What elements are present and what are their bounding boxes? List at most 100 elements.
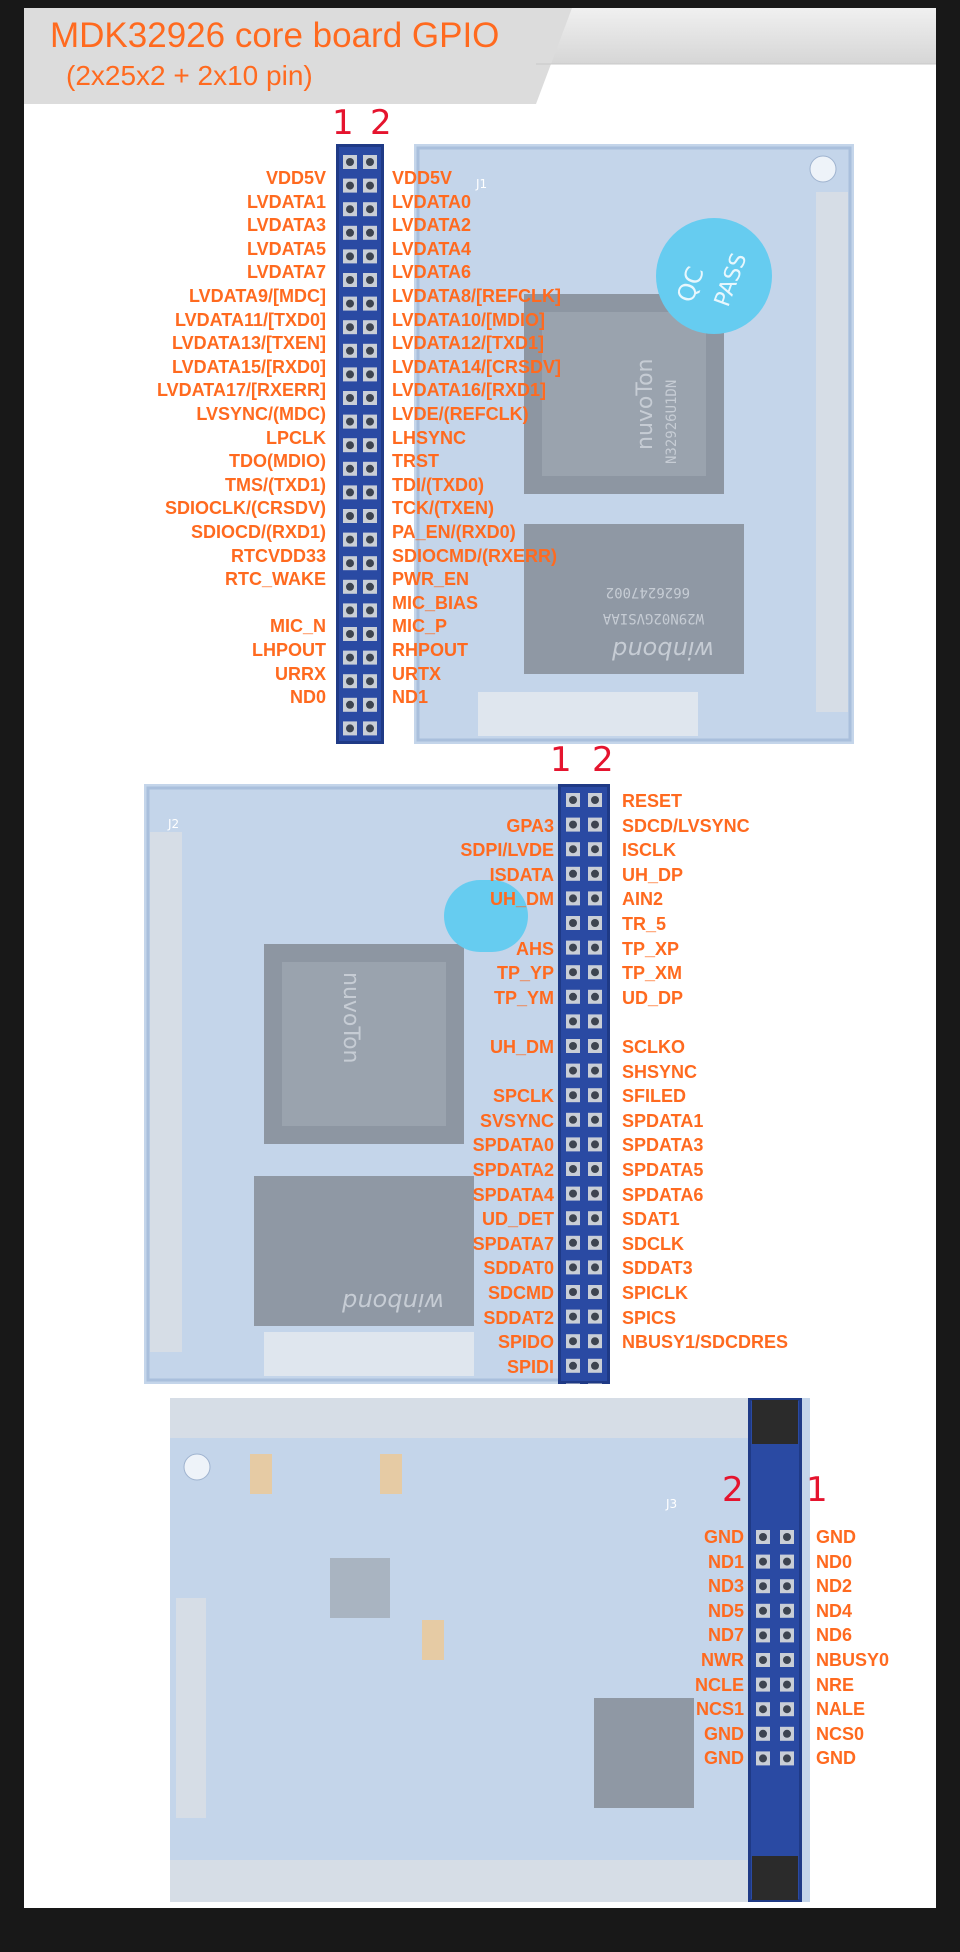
pin-hole [783,1582,791,1591]
pin-hole [591,1042,599,1050]
pin-label: SDIOCLK/(CRSDV) [165,498,326,519]
pin-hole [346,394,354,402]
pin-pad [566,1383,580,1384]
j3-pin-number-1: 1 [806,1470,828,1510]
pin-hole [569,919,577,927]
pin-hole [346,181,354,190]
j2-strip-inner [561,787,607,1381]
regulator-chip [330,1558,390,1618]
pin-hole [366,276,374,284]
pin-hole [569,869,577,878]
pin-hole [346,559,354,568]
pin-hole [591,1312,599,1321]
pin-hole [366,464,374,473]
pin-hole [783,1729,791,1738]
pin-label: LVDATA0 [392,191,471,212]
pin-label: SCLKO [622,1037,685,1057]
pin-label: UD_DP [622,987,684,1008]
silk-j2: J2 [167,817,179,831]
board-j3-photo: J3 [170,1398,810,1902]
pin-label: LVDATA4 [392,238,471,259]
pin-label: ND4 [816,1600,853,1621]
pin-hole [569,1017,577,1026]
pin-label: SHSYNC [622,1061,698,1082]
pin-label: SPDATA4 [472,1184,554,1205]
pin-label: SDDAT0 [483,1258,554,1279]
pin-label: SFILED [622,1086,687,1107]
pin-hole [591,1017,599,1026]
qc-sticker [444,880,528,952]
j1-pin-number-1: 1 [332,103,354,143]
pin-hole [591,919,599,927]
pin-hole [346,323,354,332]
pin-label: LVDATA12/[TXD1] [392,333,545,354]
pin-label: URTX [392,663,441,684]
pin-hole [783,1705,791,1714]
pin-label: ND1 [707,1551,744,1572]
chip-brand: nuvoTon [338,972,363,1063]
pin-label: SDCLK [622,1233,684,1254]
pin-label: GND [816,1748,856,1769]
pin-hole [569,820,577,829]
pin-hole [346,677,354,686]
pin-hole [569,1312,577,1321]
pin-label: GPA3 [506,815,554,836]
qc-sticker [656,218,772,334]
pin-hole [366,724,374,733]
pin-hole [366,606,374,615]
pin-label: ND1 [392,687,429,708]
pin-hole [346,512,354,520]
chip-part: N32926U1DN [664,380,680,464]
pin-label: TDO(MDIO) [229,451,326,472]
pin-label: ND5 [707,1600,744,1621]
pin-label: NWR [701,1650,744,1670]
pin-hole [366,417,374,426]
pin-hole [783,1606,791,1615]
chip-brand: nuvoTon [633,359,658,450]
pin-hole [569,943,577,952]
j1-pin-header [336,144,384,744]
pin-label: SPDATA3 [622,1135,704,1156]
pin-hole [591,1115,599,1124]
pin-hole [569,796,577,804]
pin-label: ND0 [289,687,326,708]
pcb-edge [416,146,852,742]
pin-hole [346,488,354,497]
pin-hole [569,1140,577,1149]
pin-label: NCLE [695,1674,744,1695]
pin-hole [366,677,374,686]
pin-hole [346,700,354,709]
pin-label: NBUSY1/SDCDRES [622,1332,789,1353]
pin-hole [569,1288,577,1296]
pin-hole [759,1533,767,1541]
pin-hole [346,582,354,591]
pin-hole [346,299,354,308]
pin-label: NCS0 [816,1723,865,1744]
right-pin-header [816,192,848,712]
pin-hole [591,1238,599,1247]
gpio-sheet: MDK32926 core board GPIO (2x25x2 + 2x10 … [24,8,936,1908]
pin-hole [591,869,599,878]
pcb [170,1398,810,1902]
pin-label: LVDATA1 [247,191,326,212]
pin-pad [588,1383,602,1384]
bottom-pin-header [170,1860,750,1902]
silk-j3: J3 [665,1497,677,1511]
pin-hole [569,1238,577,1247]
flash-part: W29N02GVSIAA [602,610,704,626]
pin-label: SDCD/LVSYNC [622,815,750,836]
flash-brand: winbond [611,636,714,664]
pin-label: LVDATA5 [247,238,326,259]
pin-label: MIC_P [392,616,448,637]
mounting-hole [809,155,837,183]
pin-label: SDDAT2 [483,1307,554,1328]
pin-label: UH_DP [622,864,684,885]
pin-label: UD_DET [481,1209,554,1230]
pin-hole [591,796,599,804]
capacitor [380,1454,402,1494]
pin-hole [366,181,374,190]
pin-label: LVDATA8/[REFCLK] [392,286,561,306]
pin-hole [591,1189,599,1198]
pin-hole [366,346,374,355]
pin-label: ISCLK [622,840,676,861]
